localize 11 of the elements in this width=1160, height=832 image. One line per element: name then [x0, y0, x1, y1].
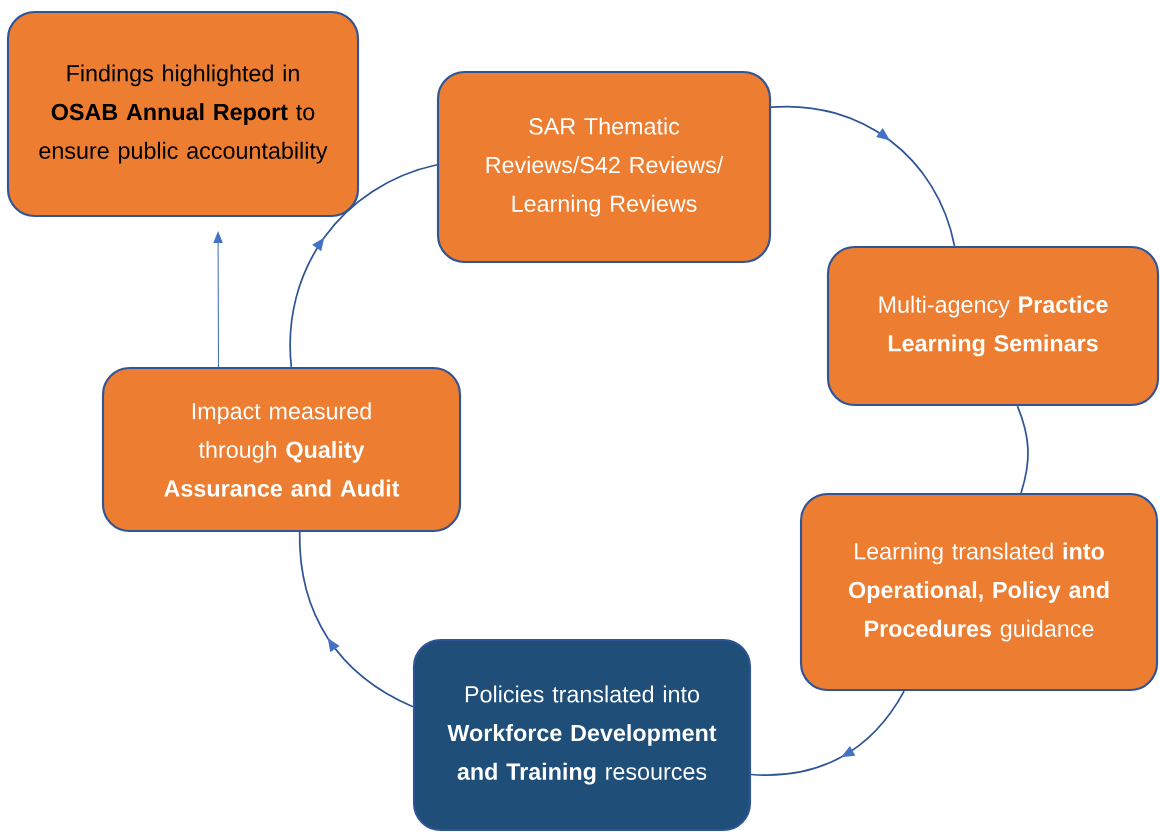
- connector-line: [1016, 405, 1029, 494]
- process-box: SAR Thematic Reviews/S42 Reviews/ Learning Reviews: [436, 70, 772, 264]
- process-box: Policies translated into Workforce Development and Training resources: [412, 638, 752, 832]
- arrow: [750, 690, 905, 776]
- process-box: Learning translated into Operational, Policy and Procedures guidance: [799, 492, 1159, 692]
- process-box: Impact measured through Quality Assurance and Audit: [101, 366, 462, 533]
- arrow: [770, 105, 956, 247]
- process-box: Multi-agency Practice Learning Seminars: [826, 245, 1160, 407]
- arrow: [289, 163, 438, 368]
- arrow: [298, 531, 414, 708]
- process-box: Findings highlighted in OSAB Annual Report to ensure public accountability: [6, 10, 360, 218]
